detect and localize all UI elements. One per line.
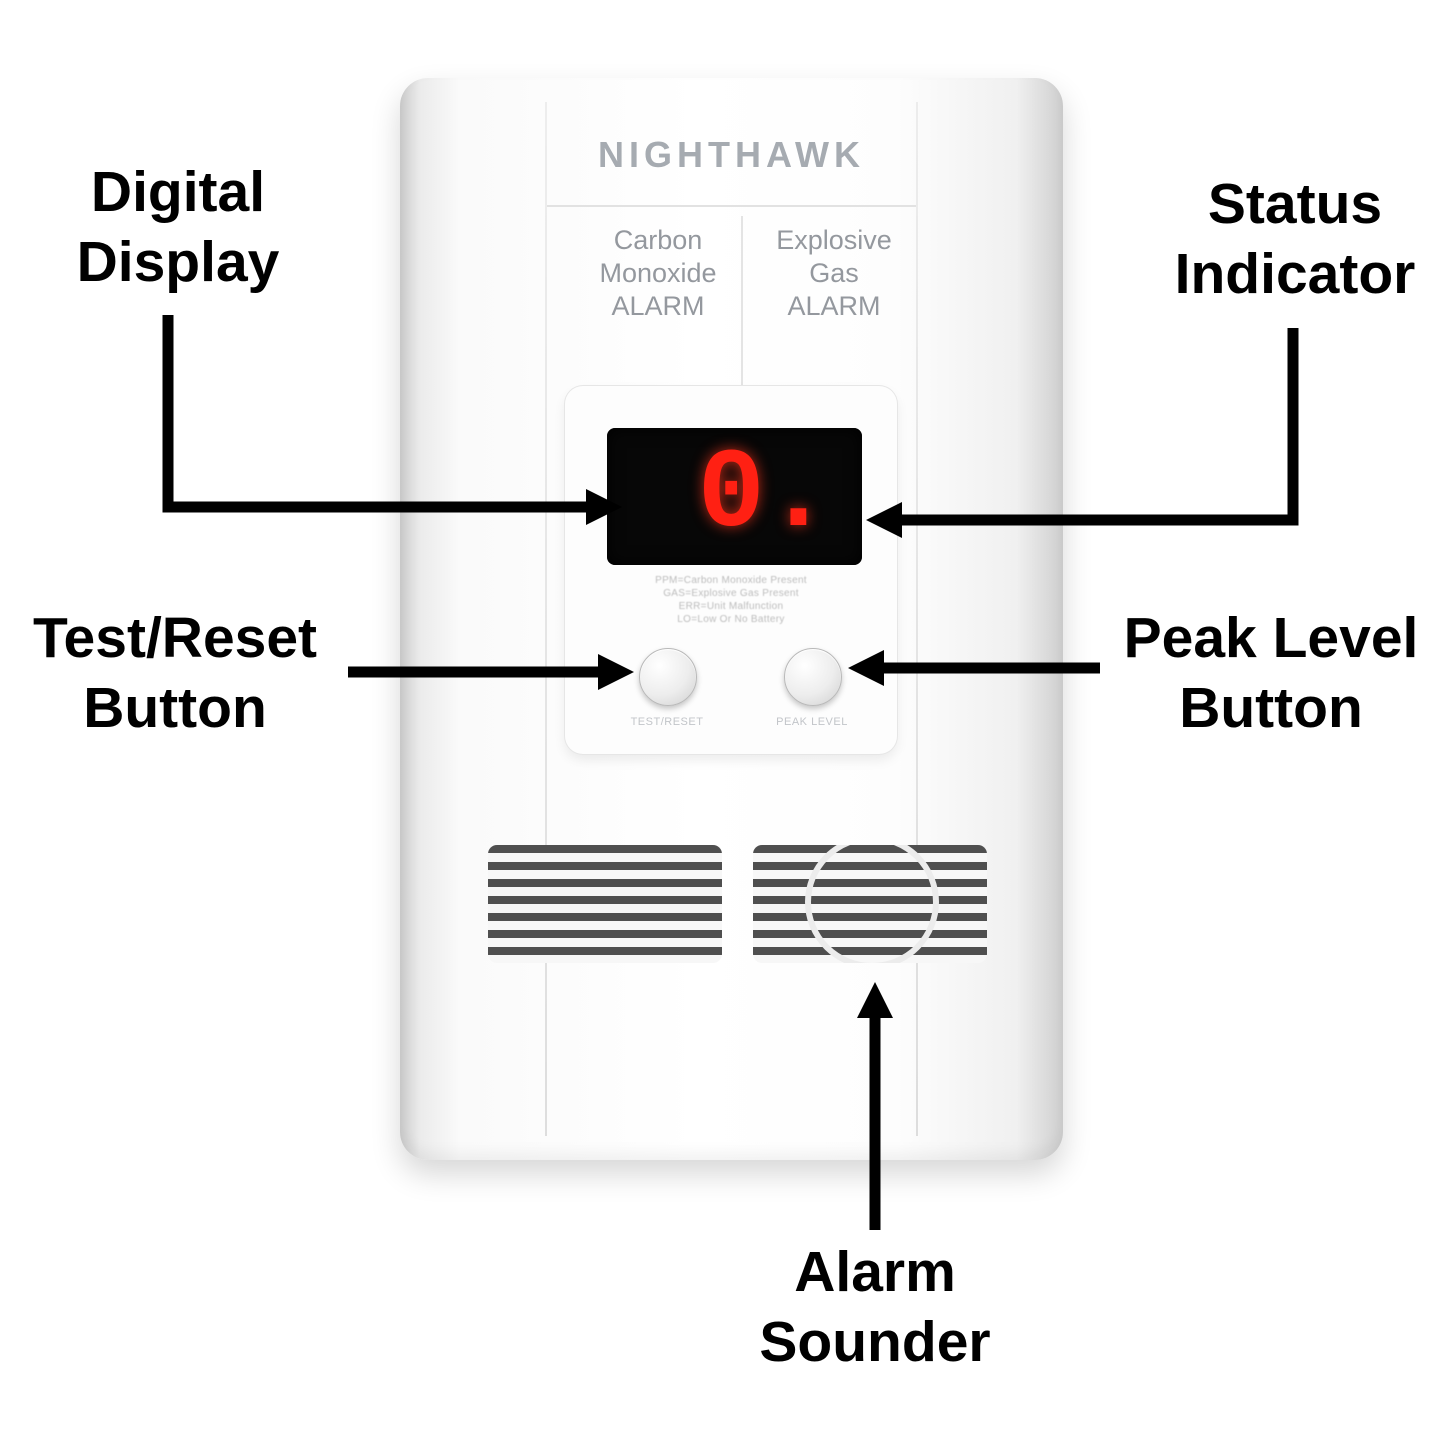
device-right-seam [916,102,918,1136]
carbon-monoxide-label-line1: Carbon [613,225,703,255]
panel-divider [741,216,743,398]
callout-alarm-sounder: Alarm Sounder [722,1238,1028,1377]
explosive-gas-label-line2: Gas [809,258,859,288]
callout-peak-level-line2: Button [1179,675,1363,740]
top-seam [547,205,916,207]
explosive-gas-label-line1: Explosive [776,225,892,255]
device-body: NIGHTHAWK Carbon Monoxide ALARM Explosiv… [400,78,1063,1160]
sounder-ring [805,845,939,963]
speaker-grille-left [488,845,722,963]
display-panel: 0. PPM=Carbon Monoxide Present GAS=Explo… [565,386,897,754]
digital-display: 0. [607,428,862,565]
display-reading: 0. [697,432,832,559]
callout-status-indicator: Status Indicator [1145,170,1445,309]
brand-text: NIGHTHAWK [598,134,865,175]
display-legend: PPM=Carbon Monoxide Present GAS=Explosiv… [565,574,897,626]
peak-level-button[interactable] [784,648,842,706]
alarm-sounder-grille [753,845,987,963]
callout-test-reset: Test/Reset Button [0,604,350,743]
callout-status-indicator-line1: Status [1207,172,1383,236]
legend-line-3: ERR=Unit Malfunction [678,601,784,612]
callout-test-reset-line1: Test/Reset [32,606,318,670]
explosive-gas-label: Explosive Gas ALARM [748,224,920,323]
callout-test-reset-line2: Button [83,675,267,740]
explosive-gas-label-line3: ALARM [787,291,881,321]
callout-alarm-sounder-line2: Sounder [759,1309,991,1374]
carbon-monoxide-label-line3: ALARM [611,291,705,321]
callout-digital-display-line1: Digital [90,160,266,224]
test-reset-button[interactable] [639,648,697,706]
callout-status-indicator-line2: Indicator [1174,241,1416,306]
legend-line-1: PPM=Carbon Monoxide Present [655,575,807,586]
carbon-monoxide-label: Carbon Monoxide ALARM [572,224,744,323]
test-reset-button-label: TEST/RESET [630,716,704,728]
callout-digital-display-line2: Display [76,229,280,294]
legend-line-4: LO=Low Or No Battery [677,614,785,625]
peak-level-button-label: PEAK LEVEL [776,716,848,728]
callout-peak-level-line1: Peak Level [1123,606,1419,670]
callout-alarm-sounder-line1: Alarm [794,1240,956,1304]
device-left-seam [545,102,547,1136]
callout-peak-level: Peak Level Button [1095,604,1447,743]
carbon-monoxide-label-line2: Monoxide [599,258,717,288]
callout-digital-display: Digital Display [28,158,328,297]
legend-line-2: GAS=Explosive Gas Present [663,588,799,599]
